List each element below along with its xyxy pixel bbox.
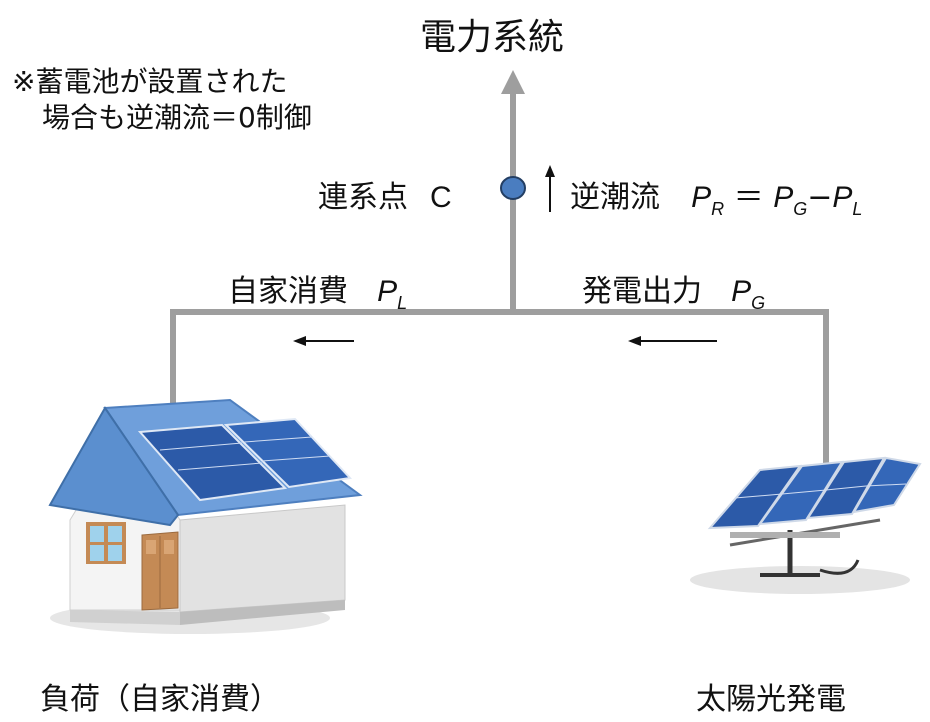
generation-label: 発電出力 PG (582, 266, 766, 313)
connection-point-letter: C (430, 181, 452, 214)
reverse-flow-pr-sub: R (711, 199, 725, 219)
reverse-flow-pl-sub: L (852, 199, 863, 219)
house-illustration (48, 398, 363, 634)
grid-arrowhead (501, 70, 525, 94)
self-consumption-label: 自家消費 PL (228, 266, 408, 313)
battery-note-line2: 場合も逆潮流＝0制御 (42, 101, 312, 134)
generation-arrowhead (628, 336, 641, 346)
battery-note-line1: ※蓄電池が設置された (12, 65, 288, 98)
connection-point-text: 連系点 (318, 180, 408, 215)
connection-point-node (500, 176, 526, 200)
connection-point-label: 連系点 C (318, 172, 452, 216)
solar-array-illustration (690, 456, 922, 594)
reverse-flow-arrowhead (545, 165, 555, 177)
pv-caption: 太陽光発電 (696, 682, 846, 717)
self-consumption-text: 自家消費 (228, 274, 348, 309)
reverse-flow-label: 逆潮流 PR ＝ PG−PL (570, 172, 863, 219)
generation-text: 発電出力 (582, 274, 702, 309)
self-consumption-sub: L (397, 293, 408, 313)
load-caption: 負荷（自家消費） (40, 682, 280, 717)
self-consumption-arrowhead (293, 336, 306, 346)
reverse-flow-text: 逆潮流 (570, 180, 660, 215)
reverse-flow-pg: P (773, 181, 794, 214)
self-consumption-p: P (377, 275, 398, 308)
reverse-flow-pr: P (691, 181, 712, 214)
distribution-line (170, 309, 829, 470)
generation-sub: G (751, 293, 766, 313)
reverse-flow-eq: ＝ (733, 180, 764, 215)
reverse-flow-minus: − (807, 180, 833, 215)
generation-p: P (731, 275, 752, 308)
grid-title: 電力系統 (420, 17, 565, 58)
battery-note: ※蓄電池が設置された 場合も逆潮流＝0制御 (12, 64, 312, 136)
reverse-flow-pl: P (832, 181, 853, 214)
reverse-flow-pg-sub: G (793, 199, 808, 219)
